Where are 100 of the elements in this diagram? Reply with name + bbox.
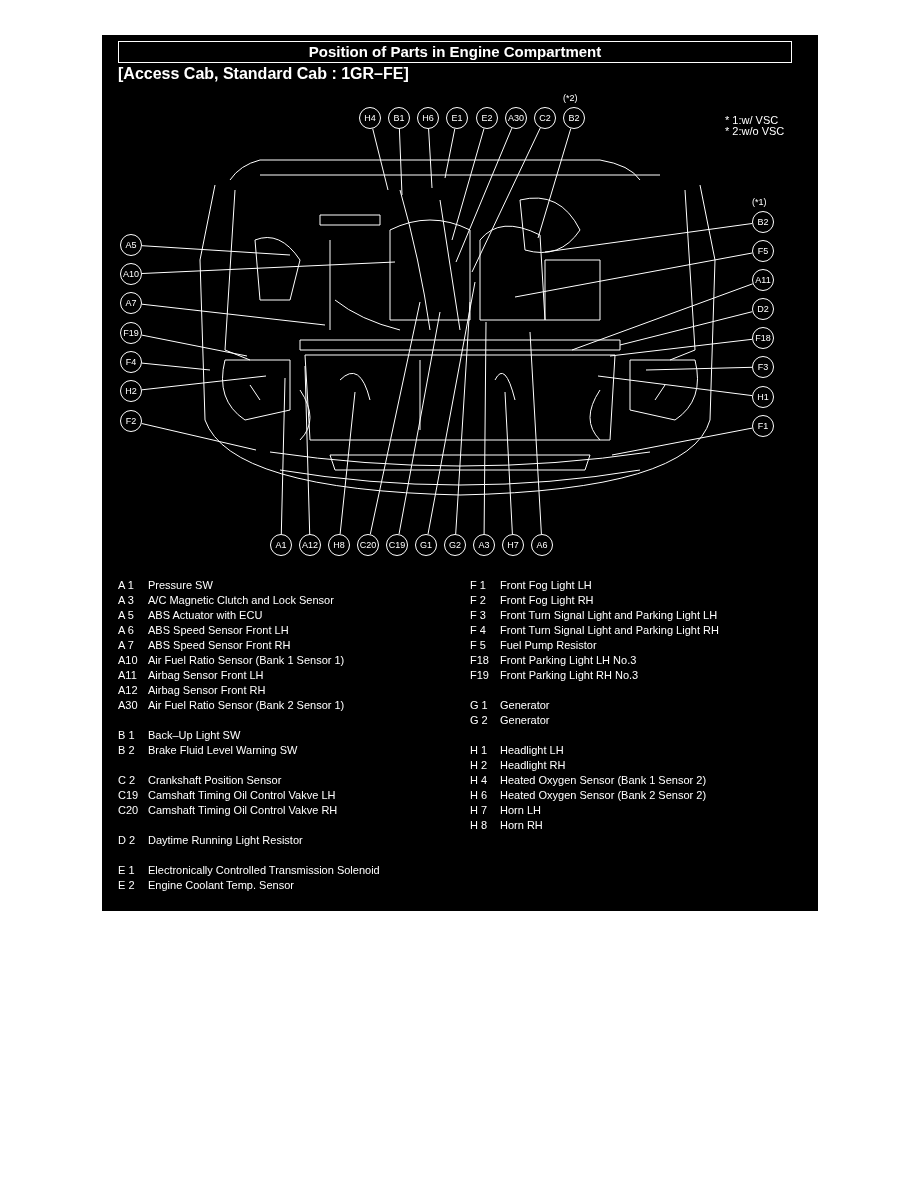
leader-line [280, 377, 286, 535]
part-name: Engine Coolant Temp. Sensor [148, 879, 294, 892]
part-name: Generator [500, 699, 550, 712]
leader-line [471, 127, 541, 273]
part-name: Horn LH [500, 804, 541, 817]
part-code: A30 [118, 699, 138, 712]
leader-line [398, 128, 403, 196]
part-code: E 2 [118, 879, 135, 892]
leader-line [514, 252, 753, 298]
leader-line [304, 365, 311, 535]
part-code: D 2 [118, 834, 136, 847]
leader-line [455, 127, 513, 263]
part-name: Headlight LH [500, 744, 564, 757]
footnote: * 1:w/ VSC [725, 114, 779, 127]
part-name: Brake Fluid Level Warning SW [148, 744, 298, 757]
leader-line [611, 427, 753, 456]
part-code: C20 [118, 804, 139, 817]
part-code: F18 [470, 654, 489, 667]
part-code: B 1 [118, 729, 135, 742]
part-name: Camshaft Timing Oil Control Vakve LH [148, 789, 336, 802]
part-code: B 2 [118, 744, 135, 757]
part-name: Daytime Running Light Resistor [148, 834, 303, 847]
part-code: A10 [118, 654, 138, 667]
part-code: H 2 [470, 759, 488, 772]
part-name: A/C Magnetic Clutch and Lock Sensor [148, 594, 334, 607]
part-code: A11 [118, 669, 137, 682]
part-name: Back–Up Light SW [148, 729, 241, 742]
leader-line [544, 223, 753, 253]
part-name: ABS Speed Sensor Front RH [148, 639, 291, 652]
part-name: Front Fog Light LH [500, 579, 592, 592]
leader-line [504, 391, 513, 535]
part-code: F 2 [470, 594, 486, 607]
leader-line [571, 283, 754, 351]
footnote-mark: (*2) [563, 93, 578, 103]
leader-line [537, 128, 572, 239]
leader-line [455, 301, 471, 535]
part-name: Front Turn Signal Light and Parking Light RH [500, 624, 719, 637]
leader-line [645, 366, 753, 371]
part-code: C19 [118, 789, 139, 802]
part-name: Front Turn Signal Light and Parking Light LH [500, 609, 718, 622]
part-code: H 4 [470, 774, 488, 787]
part-name: Front Parking Light LH No.3 [500, 654, 637, 667]
part-name: Airbag Sensor Front RH [148, 684, 266, 697]
part-code: A 3 [118, 594, 134, 607]
leader-line [398, 311, 441, 535]
part-name: ABS Actuator with ECU [148, 609, 263, 622]
leader-line [597, 375, 753, 397]
part-name: Crankshaft Position Sensor [148, 774, 282, 787]
part-name: Front Parking Light RH No.3 [500, 669, 639, 682]
part-name: ABS Speed Sensor Front LH [148, 624, 289, 637]
leader-line [141, 362, 211, 371]
leader-line [427, 281, 476, 535]
part-code: G 1 [470, 699, 488, 712]
leader-line [369, 301, 421, 535]
part-name: Heated Oxygen Sensor (Bank 1 Sensor 2) [500, 774, 707, 787]
leader-line [428, 128, 433, 189]
leader-line [609, 338, 753, 357]
footnote-mark: (*1) [752, 197, 767, 207]
part-code: A12 [118, 684, 138, 697]
part-name: Camshaft Timing Oil Control Vakve RH [148, 804, 338, 817]
part-name: Heated Oxygen Sensor (Bank 2 Sensor 2) [500, 789, 707, 802]
part-name: Pressure SW [148, 579, 213, 592]
leader-line [141, 334, 248, 357]
part-name: Airbag Sensor Front LH [148, 669, 264, 682]
part-code: F 5 [470, 639, 486, 652]
leader-line [451, 128, 485, 241]
part-name: Front Fog Light RH [500, 594, 594, 607]
subtitle: [Access Cab, Standard Cab : 1GR–FE] [118, 65, 409, 83]
leader-line [141, 303, 326, 326]
leader-line [141, 261, 396, 274]
leader-line [444, 128, 456, 179]
part-code: F 1 [470, 579, 486, 592]
part-name: Horn RH [500, 819, 543, 832]
part-code: F19 [470, 669, 489, 682]
leader-line [141, 375, 267, 391]
part-code: H 1 [470, 744, 488, 757]
leader-line [141, 423, 257, 451]
part-code: H 6 [470, 789, 488, 802]
part-name: Headlight RH [500, 759, 566, 772]
footnote: * 2:w/o VSC [725, 125, 785, 138]
leader-line [339, 391, 356, 535]
leader-line [483, 321, 487, 535]
part-code: A 7 [118, 639, 134, 652]
part-code: A 5 [118, 609, 134, 622]
part-name: Air Fuel Ratio Sensor (Bank 1 Sensor 1) [148, 654, 345, 667]
part-code: F 4 [470, 624, 486, 637]
title-bar: Position of Parts in Engine Compartment [118, 41, 792, 63]
part-code: A 1 [118, 579, 134, 592]
part-code: A 6 [118, 624, 134, 637]
part-name: Generator [500, 714, 550, 727]
part-code: F 3 [470, 609, 486, 622]
leader-line [372, 128, 389, 191]
part-code: G 2 [470, 714, 488, 727]
leader-line [141, 245, 291, 256]
part-code: C 2 [118, 774, 136, 787]
leader-line [529, 331, 542, 535]
part-code: E 1 [118, 864, 135, 877]
leader-line [619, 311, 753, 346]
part-code: H 7 [470, 804, 488, 817]
part-name: Electronically Controlled Transmission Solenoid [148, 864, 380, 877]
